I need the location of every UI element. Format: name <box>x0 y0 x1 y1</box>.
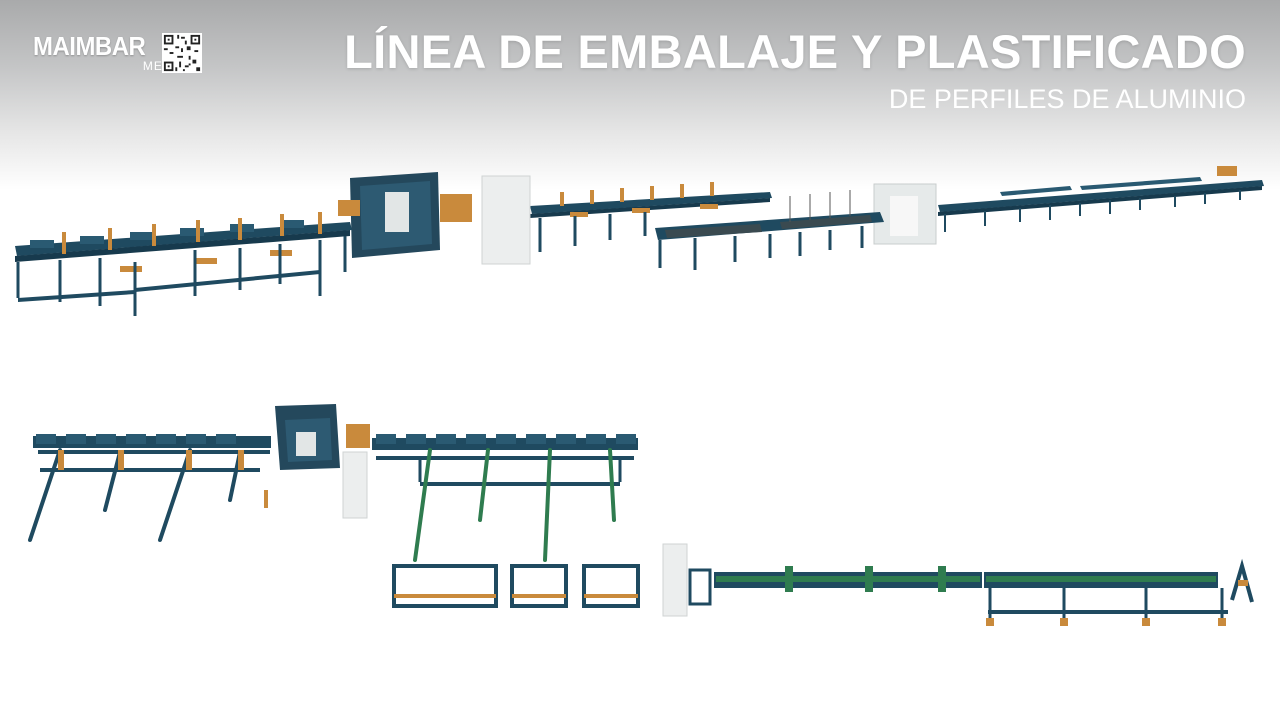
brand-logo: MAIMBAR METAL <box>33 33 203 75</box>
page-title: LÍNEA DE EMBALAJE Y PLASTIFICADO <box>344 25 1246 78</box>
brand-name: MAIMBAR <box>33 31 146 61</box>
page-subtitle: DE PERFILES DE ALUMINIO <box>888 84 1246 114</box>
qr-code-icon <box>162 33 202 73</box>
packaging-line-top-view <box>28 404 1254 626</box>
header-background <box>0 0 1280 190</box>
packaging-line-perspective-view <box>15 166 1264 316</box>
